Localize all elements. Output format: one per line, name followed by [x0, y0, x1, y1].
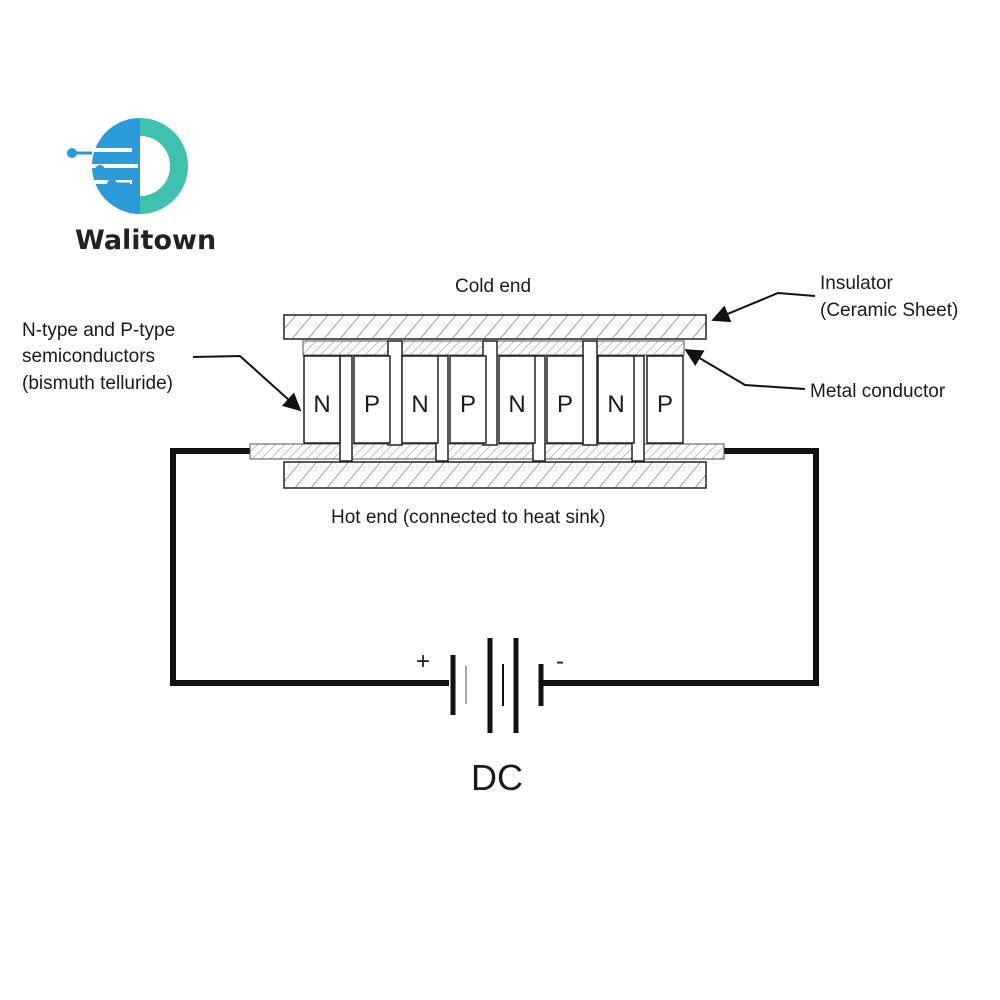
n-type-leg [401, 355, 439, 444]
p-type-leg [546, 355, 584, 444]
connector-strips [339, 340, 645, 462]
leg-label: P [364, 391, 380, 418]
logo-text: Walitown [75, 225, 216, 256]
walitown-logo: Walitown [67, 118, 216, 256]
semiconductor-label-line3: (bismuth telluride) [22, 373, 173, 394]
insulator-sublabel: (Ceramic Sheet) [820, 300, 958, 321]
bottom-metal-conductor [249, 443, 725, 460]
cold-end-label: Cold end [455, 276, 531, 297]
p-type-leg [646, 355, 684, 444]
dc-label: DC [471, 757, 523, 798]
n-type-leg [597, 355, 635, 444]
p-type-leg [353, 355, 391, 444]
leg-label: N [607, 391, 624, 418]
p-type-leg [449, 355, 487, 444]
battery-minus-sign: - [556, 648, 564, 675]
connector-strip [582, 340, 598, 446]
semiconductor-label-line2: semiconductors [22, 346, 155, 367]
leg-label: P [460, 391, 476, 418]
connector-strip [339, 355, 353, 462]
semiconductor-label-line1: N-type and P-type [22, 320, 175, 341]
top-insulator [283, 314, 707, 340]
leg-label: P [657, 391, 673, 418]
hot-end-label: Hot end (connected to heat sink) [331, 507, 606, 528]
insulator-arrow [711, 291, 816, 323]
logo-teal-half [140, 118, 188, 214]
n-type-leg [498, 355, 536, 444]
metal-conductor-label: Metal conductor [810, 381, 946, 402]
circuit-nodes-icon [67, 148, 130, 189]
metal-conductor-arrow [684, 349, 806, 390]
circuit-wire [170, 448, 819, 686]
leg-label: N [508, 391, 525, 418]
bottom-insulator [283, 461, 707, 489]
n-type-leg [303, 355, 341, 444]
semiconductor-arrow [192, 354, 302, 412]
dc-battery [450, 638, 544, 733]
insulator-label: Insulator [820, 273, 894, 294]
leg-label: N [313, 391, 330, 418]
leg-label: P [557, 391, 573, 418]
leg-label: N [411, 391, 428, 418]
battery-plus-sign: + [416, 648, 430, 675]
